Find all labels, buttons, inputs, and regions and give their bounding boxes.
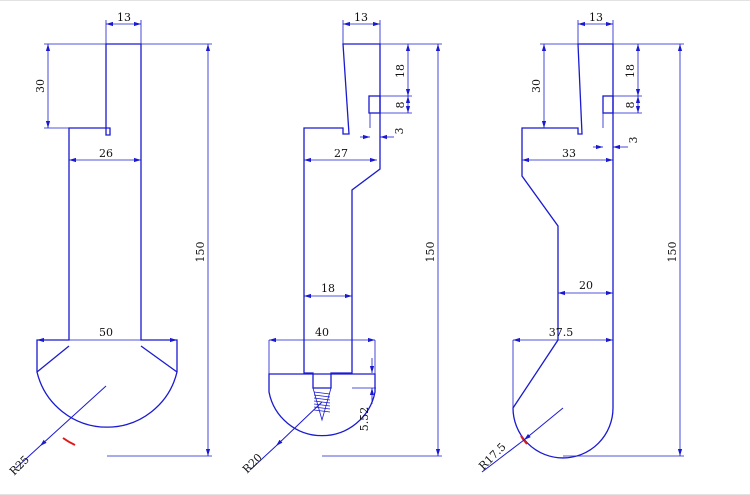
leader-tip-radius	[275, 401, 323, 447]
label-tip-width: 50	[99, 326, 113, 339]
leader-tip-radius-tail	[481, 439, 525, 473]
label-total-height: 150	[666, 242, 679, 263]
profile-left-chamfer-right	[140, 345, 178, 373]
label-step: 3	[627, 137, 640, 144]
label-tang-height: 18	[394, 64, 407, 78]
profile-left-chamfer-left	[36, 345, 70, 373]
profile-left-radius-mark	[62, 437, 76, 446]
label-notch-depth: 30	[530, 79, 543, 93]
label-neck-width: 18	[321, 282, 335, 295]
profile-left-outline	[36, 43, 178, 428]
label-total-height: 150	[194, 242, 207, 263]
leader-tip-radius	[39, 385, 107, 447]
profile-middle-base	[268, 373, 376, 437]
label-total-height: 150	[424, 242, 437, 263]
label-tang-slot: 8	[624, 102, 637, 109]
label-top-width: 13	[354, 11, 368, 24]
label-step: 3	[393, 128, 406, 135]
label-base-width: 40	[315, 326, 329, 339]
label-tang-slot: 8	[394, 102, 407, 109]
label-shoulder-width: 27	[334, 147, 348, 160]
leader-tip-radius-tail	[15, 445, 41, 469]
label-tang-height: 18	[624, 64, 637, 78]
label-top-width: 13	[117, 11, 131, 24]
label-top-width: 13	[589, 11, 603, 24]
profile-middle: 13 18 8 3 27 18 40 5.52 150	[240, 11, 442, 476]
label-neck-width: 20	[579, 279, 593, 292]
profile-right-outline	[512, 43, 614, 459]
profile-middle-thread-tip	[312, 387, 332, 422]
profile-right-tang-slot	[602, 95, 614, 114]
leader-tip-radius-tail	[249, 445, 277, 471]
label-tip-radius: R17.5	[476, 440, 508, 472]
profile-left: 13 30 26 150 50 R25	[7, 11, 212, 478]
profile-right: 13 30 18 8 3 33 20 37.5 150	[476, 11, 684, 473]
label-tip-width: 37.5	[549, 326, 574, 339]
leader-tip-radius	[523, 407, 564, 441]
label-shoulder-width: 33	[562, 147, 576, 160]
label-shank-width: 26	[99, 147, 113, 160]
label-notch-depth: 30	[34, 79, 47, 93]
profile-middle-tang-slot	[368, 95, 381, 114]
label-thread-depth: 5.52	[358, 407, 371, 432]
label-tip-radius: R20	[240, 451, 265, 476]
